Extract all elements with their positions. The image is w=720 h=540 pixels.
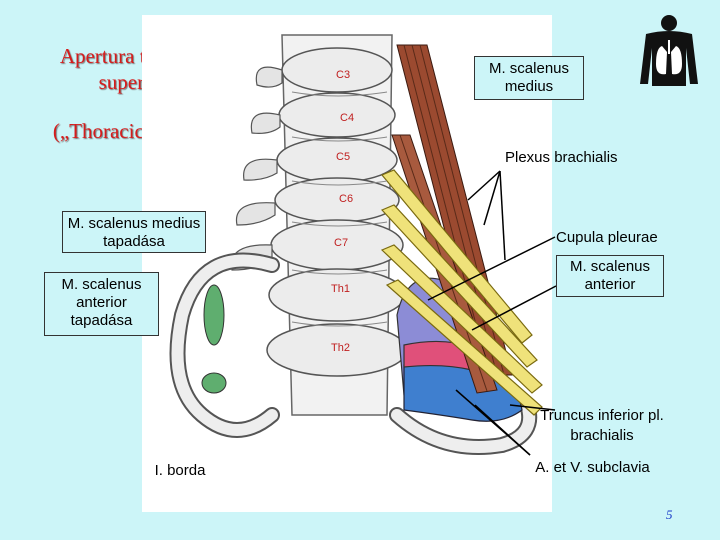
- label-elso-borda: I. borda: [154, 462, 206, 479]
- page-number: 5: [666, 507, 673, 522]
- label-cupula-pleurae: Cupula pleurae: [556, 229, 658, 246]
- human-lungs-icon: [640, 15, 698, 86]
- label-subclavia: A. et V. subclavia: [535, 459, 650, 476]
- vertebra-label-th1: Th1: [331, 283, 350, 295]
- vertebra-bodies: [266, 47, 408, 377]
- vertebra-outline-lines: [291, 91, 388, 327]
- label-anterior-tapadasa: M. scalenus anterior tapadása: [44, 272, 159, 336]
- vertebra-label-c6: C6: [339, 193, 354, 205]
- label-plexus-brachialis: Plexus brachialis: [505, 149, 618, 166]
- vertebra-label-c3: C3: [336, 69, 351, 81]
- anatomy-drawing: [169, 34, 543, 455]
- left-tendon-mark: [203, 284, 225, 346]
- label-medius-tapadasa: M. scalenus medius tapadása: [62, 211, 206, 253]
- label-scalenus-medius: M. scalenus medius: [474, 56, 584, 100]
- vertebra-label-th2: Th2: [331, 342, 350, 354]
- vertebra-label-c4: C4: [340, 112, 355, 124]
- label-scalenus-anterior: M. scalenus anterior: [556, 255, 664, 297]
- vertebra-label-c5: C5: [336, 151, 351, 163]
- label-truncus-inferior: Truncus inferior pl. brachialis: [540, 407, 664, 444]
- vertebra-label-c7: C7: [334, 237, 349, 249]
